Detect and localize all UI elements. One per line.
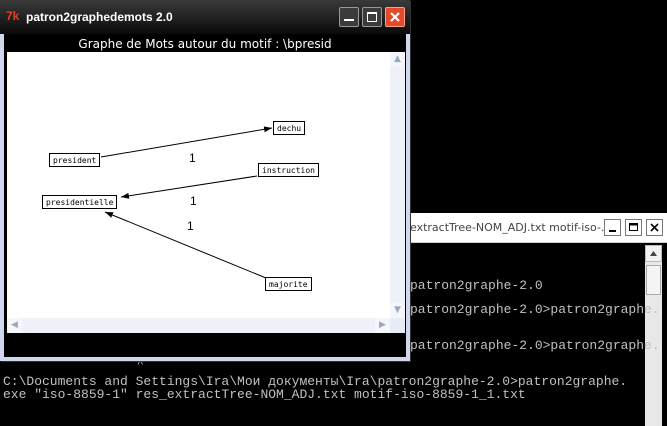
- scroll-right-arrow-icon[interactable]: ▶: [375, 318, 390, 333]
- graph-client-area: Graphe de Mots autour du motif : \bpresi…: [4, 34, 406, 357]
- node-dechu[interactable]: dechu: [273, 121, 306, 135]
- maximize-button[interactable]: [362, 7, 382, 27]
- console-line-2: patron2graphe-2.0>patron2graphe.: [410, 302, 660, 317]
- node-presidentielle[interactable]: presidentielle: [42, 195, 118, 209]
- minimize-icon: [609, 230, 616, 232]
- node-majorite[interactable]: majorite: [265, 277, 312, 291]
- scroll-left-arrow-icon[interactable]: ◀: [7, 318, 22, 333]
- graph-canvas[interactable]: president dechu instruction presidentiel…: [7, 52, 390, 318]
- minimize-button[interactable]: [339, 7, 359, 27]
- console-minimize-button[interactable]: [604, 219, 621, 236]
- edge-label-president-dechu: 1: [189, 151, 196, 165]
- graph-vertical-scrollbar[interactable]: ▲ ▼: [390, 52, 405, 318]
- scroll-up-arrow-icon[interactable]: ▲: [390, 52, 405, 67]
- console-window[interactable]: extractTree-NOM_ADJ.txt motif-iso-...: [392, 213, 667, 426]
- console-title: extractTree-NOM_ADJ.txt motif-iso-...: [410, 221, 612, 234]
- edge-label-majorite-presidentielle: 1: [187, 219, 194, 233]
- app-icon: 7k: [6, 9, 20, 23]
- console-titlebar[interactable]: extractTree-NOM_ADJ.txt motif-iso-...: [392, 213, 667, 243]
- console-line-4: C:\Documents and Settings\Ira\Мои докуме…: [3, 374, 628, 389]
- console-line-5: exe "iso-8859-1" res_extractTree-NOM_ADJ…: [3, 387, 526, 402]
- arrow-up-icon: [650, 251, 657, 256]
- console-scroll-up-button[interactable]: [645, 245, 662, 262]
- maximize-icon: [629, 223, 638, 231]
- console-close-button[interactable]: [646, 219, 663, 236]
- close-icon: [650, 223, 659, 232]
- graph-horizontal-scrollbar[interactable]: ◀ ▶: [7, 318, 390, 333]
- node-instruction[interactable]: instruction: [258, 163, 319, 177]
- graph-header-title: Graphe de Mots autour du motif : \bpresi…: [78, 37, 332, 51]
- edge-label-instruction-presidentielle: 1: [190, 194, 197, 208]
- node-president[interactable]: president: [49, 153, 101, 167]
- graph-edges: [100, 126, 273, 279]
- close-button[interactable]: [385, 7, 405, 27]
- console-line-1: patron2graphe-2.0: [410, 278, 543, 293]
- console-maximize-button[interactable]: [625, 219, 642, 236]
- window-title: patron2graphedemots 2.0: [26, 10, 173, 24]
- scrollbar-corner: [390, 318, 405, 333]
- edge-instruction-presidentielle: [120, 175, 258, 199]
- close-icon: [390, 12, 400, 22]
- console-line-3: patron2graphe-2.0>patron2graphe.: [410, 338, 660, 353]
- edge-majorite-presidentielle: [104, 211, 267, 279]
- edge-president-dechu: [100, 126, 273, 158]
- console-scrollbar[interactable]: [645, 245, 662, 426]
- console-scroll-thumb[interactable]: [646, 265, 661, 295]
- scroll-down-arrow-icon[interactable]: ▼: [390, 303, 405, 318]
- graph-titlebar[interactable]: 7k patron2graphedemots 2.0: [0, 0, 410, 34]
- console-caret: ^: [137, 359, 144, 371]
- graph-window[interactable]: 7k patron2graphedemots 2.0 Graphe de Mot…: [0, 0, 410, 361]
